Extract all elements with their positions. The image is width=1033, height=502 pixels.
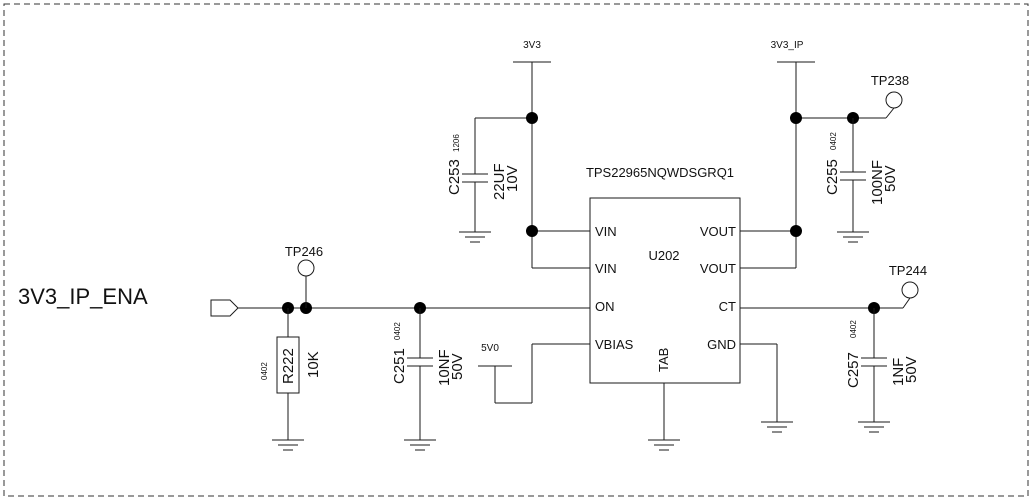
- chip-part-number: TPS22965NQWDSGRQ1: [586, 165, 734, 180]
- capacitor-c257: C257 0402 1NF 50V: [845, 308, 920, 433]
- pin-vin-2: VIN: [595, 261, 617, 276]
- test-point-tp244: [901, 281, 919, 299]
- pin-vin-1: VIN: [595, 224, 617, 239]
- test-point-tp238: [885, 91, 903, 109]
- test-point-tp246: [297, 259, 315, 277]
- c257-value: 1NF: [890, 358, 907, 386]
- tp246-label: TP246: [285, 244, 323, 259]
- net-label-3v3: 3V3: [523, 40, 541, 51]
- net-label-5v0: 5V0: [481, 343, 499, 354]
- pin-ct: CT: [719, 299, 736, 314]
- net-ct: TP244: [740, 263, 927, 314]
- c251-value: 10NF: [436, 349, 453, 386]
- c253-ref: C253: [446, 159, 463, 195]
- r222-ref: R222: [280, 348, 297, 384]
- rail-5v0: 5V0: [478, 343, 590, 404]
- pin-vout-2: VOUT: [700, 261, 736, 276]
- c255-size: 0402: [829, 132, 838, 150]
- tp244-label: TP244: [889, 263, 927, 278]
- chip-ref: U202: [648, 248, 679, 263]
- pin-gnd: GND: [707, 337, 736, 352]
- pin-on: ON: [595, 299, 615, 314]
- c253-size: 1206: [452, 134, 461, 152]
- pin-tab: TAB: [656, 348, 671, 372]
- c255-voltage: 50V: [882, 165, 899, 192]
- capacitor-c251: C251 0402 10NF 50V: [391, 308, 466, 451]
- c251-size: 0402: [393, 322, 402, 340]
- input-port-arrow: [210, 299, 239, 317]
- c257-ref: C257: [845, 352, 862, 388]
- c251-voltage: 50V: [449, 353, 466, 380]
- c257-voltage: 50V: [903, 356, 920, 383]
- capacitor-c253: C253 1206 22UF 10V: [446, 118, 521, 243]
- c253-value: 22UF: [491, 163, 508, 200]
- resistor-r222: 0402 R222 10K: [260, 308, 322, 451]
- chip-u202: TPS22965NQWDSGRQ1 U202 VIN VIN ON VBIAS …: [586, 165, 793, 451]
- c253-voltage: 10V: [504, 165, 521, 192]
- c255-value: 100NF: [869, 160, 886, 205]
- net-enable: 3V3_IP_ENA TP246: [18, 244, 590, 317]
- sheet-border: [3, 3, 1029, 497]
- tp238-label: TP238: [871, 73, 909, 88]
- pin-vbias: VBIAS: [595, 337, 634, 352]
- c257-size: 0402: [849, 320, 858, 338]
- rail-3v3-ip: 3V3_IP TP238: [740, 40, 909, 269]
- pin-vout-1: VOUT: [700, 224, 736, 239]
- r222-value: 10K: [305, 351, 322, 378]
- enable-net-label: 3V3_IP_ENA: [18, 284, 148, 309]
- c251-ref: C251: [391, 348, 408, 384]
- r222-size: 0402: [260, 362, 269, 380]
- capacitor-c255: C255 0402 100NF 50V: [824, 118, 899, 243]
- net-label-3v3-ip: 3V3_IP: [771, 40, 804, 51]
- c255-ref: C255: [824, 159, 841, 195]
- rail-3v3: 3V3: [475, 40, 590, 269]
